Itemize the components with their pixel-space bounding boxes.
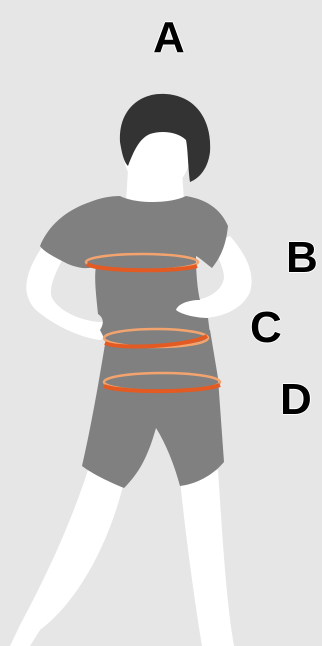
label-a: A (153, 16, 185, 60)
left-leg (10, 470, 124, 646)
legs (10, 470, 234, 646)
label-c: C (250, 306, 282, 350)
head (120, 94, 210, 192)
label-b: B (286, 236, 318, 280)
right-leg (180, 470, 234, 646)
shorts (82, 330, 224, 488)
label-d: D (280, 378, 312, 422)
